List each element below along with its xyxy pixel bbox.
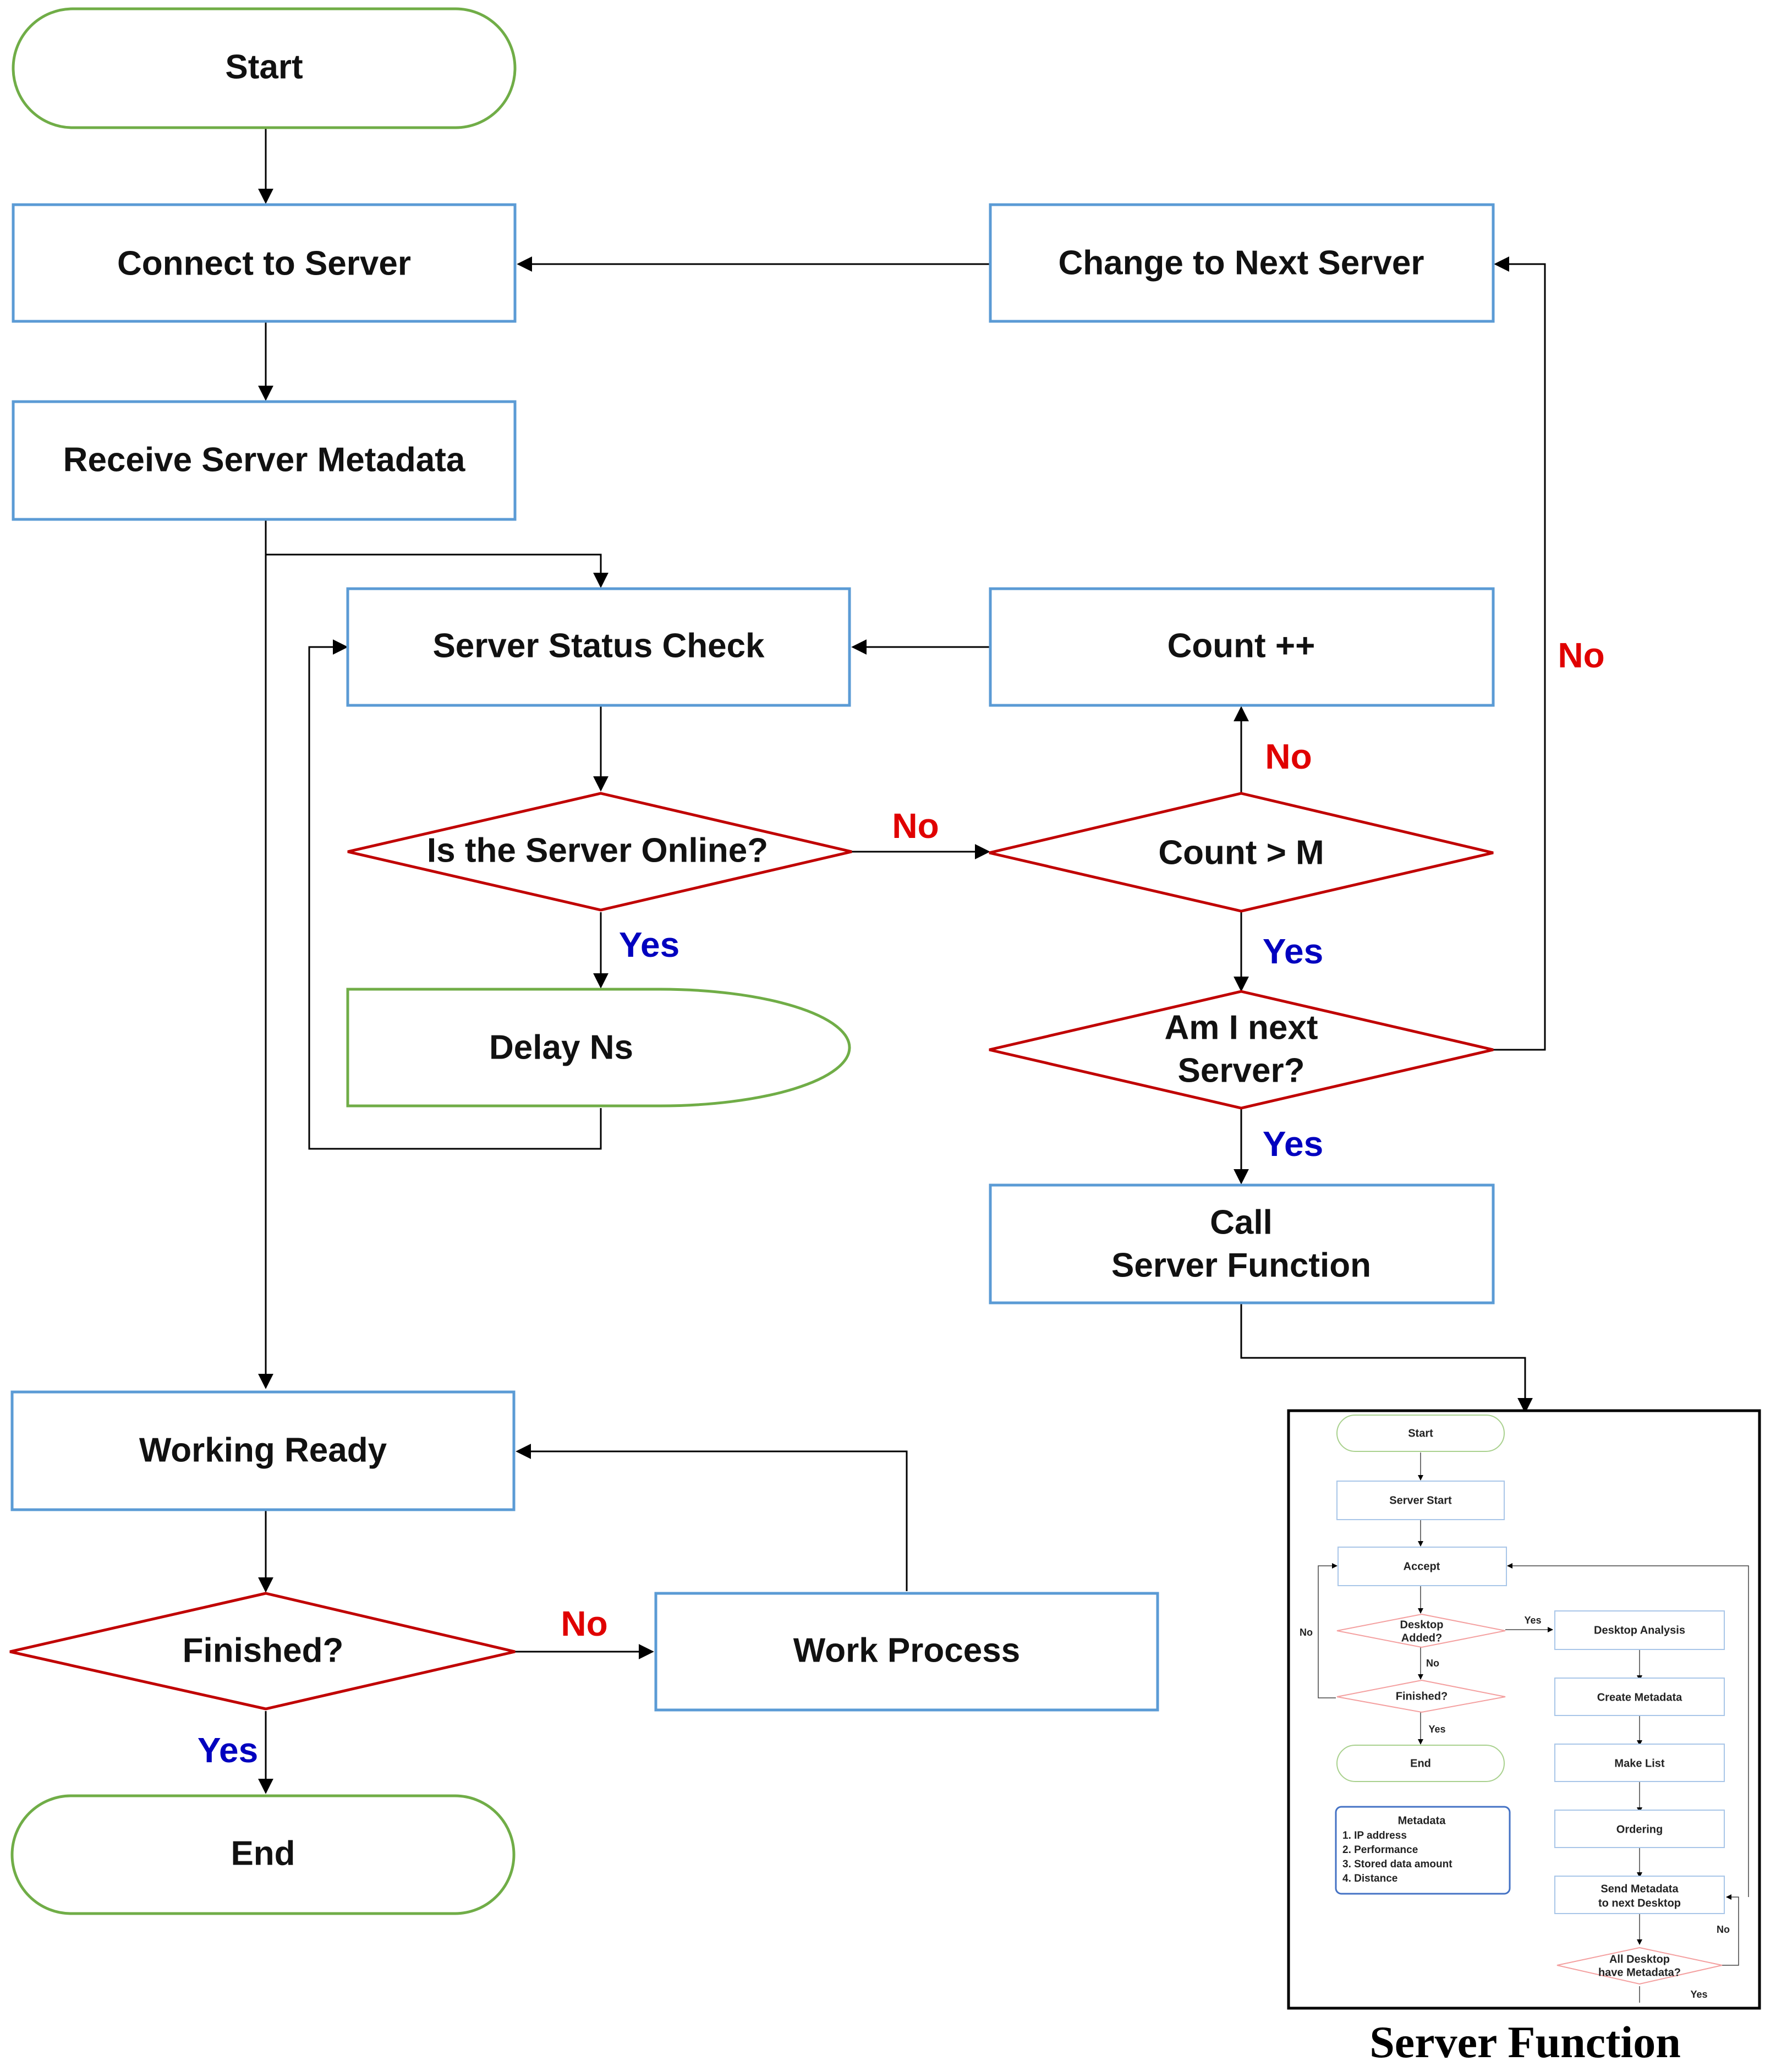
count-increment-label: Count ++ [1167,627,1315,665]
server-online-decision: Is the Server Online? [347,792,852,912]
sf-desktop-analysis-label: Desktop Analysis [1594,1624,1685,1636]
sf-finished-label: Finished? [1396,1690,1448,1702]
end-label: End [231,1834,295,1872]
sf-end-node: End [1336,1745,1505,1782]
call-server-function-line2: Server Function [1111,1246,1371,1284]
delay-node: Delay Ns [346,988,851,1108]
sf-make-list-label: Make List [1614,1757,1664,1769]
sf-metadata-item-3: 3. Stored data amount [1342,1859,1452,1870]
finished-label: Finished? [183,1631,344,1669]
connect-to-server-label: Connect to Server [117,244,411,282]
sf-label-yes-finished: Yes [1428,1724,1445,1735]
sf-label-no-left: No [1300,1627,1313,1638]
sf-send-metadata-box: Send Metadata to next Desktop [1554,1876,1725,1914]
sf-start-node: Start [1336,1415,1505,1452]
call-server-function-line1: Call [1210,1203,1273,1241]
am-i-next-server-decision: Am I next Server? [989,990,1494,1110]
sf-label-yes-added: Yes [1524,1615,1541,1626]
am-i-next-server-line2: Server? [1178,1051,1305,1089]
sf-label-no-added: No [1426,1658,1439,1669]
label-yes-next: Yes [1263,1124,1323,1164]
edge-delay-status [308,639,602,1150]
sf-accept-label: Accept [1404,1560,1440,1572]
work-process-label: Work Process [793,1631,1020,1669]
label-no-next: No [1558,635,1604,675]
sf-all-desktop-decision: All Desktop have Metadata? [1556,1947,1723,1985]
delay-label: Delay Ns [489,1028,633,1066]
server-function-caption: Server Function [1369,2017,1681,2067]
sf-desktop-added-line1: Desktop [1400,1619,1444,1631]
edge-receive-status [265,520,609,588]
sf-metadata-item-1: 1. IP address [1342,1830,1407,1841]
connect-to-server-box: Connect to Server [12,203,517,323]
sf-end-label: End [1410,1757,1431,1769]
working-ready-box: Working Ready [10,1390,516,1511]
sf-ordering-label: Ordering [1616,1823,1663,1835]
server-function-panel: Start Server Start Accept Desktop Added?… [1287,1409,1761,2010]
end-node: End [10,1794,516,1915]
sf-metadata-item-2: 2. Performance [1342,1844,1418,1856]
sf-server-start-label: Server Start [1389,1494,1452,1506]
sf-desktop-added-decision: Desktop Added? [1336,1613,1506,1648]
receive-metadata-label: Receive Server Metadata [63,441,465,479]
edge-next-change [1493,256,1546,1051]
server-status-check-box: Server Status Check [346,587,851,707]
sf-server-start-box: Server Start [1336,1481,1505,1520]
sf-send-metadata-line1: Send Metadata [1600,1883,1679,1895]
am-i-next-server-line1: Am I next [1164,1008,1318,1046]
label-no-online: No [892,806,939,846]
count-increment-box: Count ++ [989,587,1495,707]
count-gt-m-label: Count > M [1158,834,1324,871]
server-online-label: Is the Server Online? [427,831,768,869]
receive-metadata-box: Receive Server Metadata [12,400,517,521]
sf-accept-box: Accept [1338,1547,1507,1586]
work-process-box: Work Process [654,1592,1159,1712]
edge-call-function [1240,1303,1533,1413]
call-server-function-box: Call Server Function [989,1183,1495,1304]
label-no-count: No [1265,737,1312,776]
sf-metadata-box: Metadata 1. IP address 2. Performance 3.… [1335,1806,1511,1895]
count-gt-m-decision: Count > M [989,792,1494,913]
change-next-server-box: Change to Next Server [989,203,1495,323]
start-node: Start [12,7,517,129]
sf-create-metadata-box: Create Metadata [1554,1678,1725,1716]
sf-start-label: Start [1408,1427,1433,1439]
label-yes-online: Yes [619,925,679,964]
sf-metadata-item-4: 4. Distance [1342,1873,1397,1884]
change-next-server-label: Change to Next Server [1059,244,1424,282]
sf-label-no-all: No [1717,1924,1730,1935]
edge-work-working [516,1444,908,1591]
sf-desktop-analysis-box: Desktop Analysis [1554,1610,1725,1650]
sf-metadata-title: Metadata [1398,1815,1446,1827]
sf-send-metadata-line2: to next Desktop [1598,1897,1681,1909]
start-label: Start [225,48,303,86]
sf-create-metadata-label: Create Metadata [1597,1691,1682,1703]
server-status-check-label: Server Status Check [432,627,765,665]
label-yes-count: Yes [1263,931,1323,971]
sf-make-list-box: Make List [1554,1744,1725,1782]
label-no-finished: No [561,1604,607,1643]
working-ready-label: Working Ready [139,1431,387,1469]
sf-label-yes-all: Yes [1690,1989,1707,2000]
sf-desktop-added-line2: Added? [1401,1632,1442,1644]
server-function-edges [1318,1452,1749,2003]
finished-decision: Finished? [9,1592,516,1711]
sf-all-desktop-line1: All Desktop [1609,1953,1670,1965]
label-yes-finished: Yes [198,1730,258,1770]
sf-finished-decision: Finished? [1336,1679,1506,1713]
main-edges [258,128,1546,1794]
sf-all-desktop-line2: have Metadata? [1598,1966,1681,1978]
sf-ordering-box: Ordering [1554,1810,1725,1848]
